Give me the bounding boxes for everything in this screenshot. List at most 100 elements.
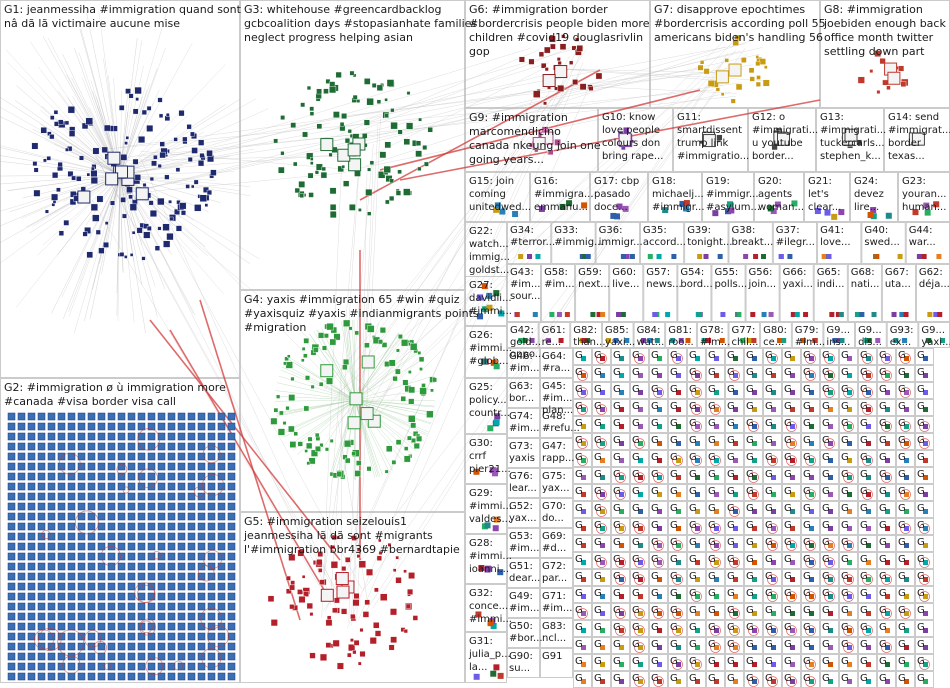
group-label-g9: G9: #immigration bbox=[469, 111, 568, 124]
tiny-group-label: G bbox=[708, 367, 716, 378]
tiny-group-label: G bbox=[803, 503, 811, 514]
node bbox=[118, 633, 125, 640]
tiny-group-label: G bbox=[670, 350, 678, 361]
tiny-group-label: G bbox=[746, 401, 754, 412]
node bbox=[160, 152, 166, 158]
tiny-group-label: G bbox=[898, 537, 906, 548]
node bbox=[367, 168, 371, 172]
tiny-group-label: G bbox=[708, 384, 716, 395]
tiny-group-label: G bbox=[613, 452, 621, 463]
node bbox=[387, 80, 394, 87]
node bbox=[302, 132, 307, 137]
tiny-group-label: G bbox=[879, 452, 887, 463]
node bbox=[271, 418, 277, 424]
tiny-group-label: G bbox=[898, 452, 906, 463]
node bbox=[18, 503, 25, 510]
tiny-group-label: G bbox=[727, 435, 735, 446]
node bbox=[396, 577, 402, 583]
node bbox=[158, 98, 163, 103]
group-label-g76: G76: bbox=[509, 471, 533, 482]
node bbox=[657, 254, 662, 259]
group-label-g26: #immi... bbox=[469, 343, 512, 354]
node bbox=[291, 123, 296, 128]
tiny-group-label: G bbox=[879, 350, 887, 361]
node bbox=[118, 643, 125, 650]
group-label-g23: youran... bbox=[902, 189, 947, 200]
node bbox=[28, 453, 35, 460]
group-label-g46: G46: bbox=[509, 351, 533, 362]
tiny-group-label: G bbox=[708, 554, 716, 565]
node bbox=[350, 71, 354, 75]
node bbox=[8, 603, 15, 610]
tiny-group-label: G bbox=[879, 435, 887, 446]
tiny-group-label: G bbox=[784, 469, 792, 480]
tiny-group-label: G bbox=[822, 639, 830, 650]
tiny-group-label: G bbox=[575, 520, 583, 531]
group-label-g30: crrf bbox=[469, 451, 487, 462]
tiny-group-label: G bbox=[727, 537, 735, 548]
node bbox=[391, 108, 395, 112]
node bbox=[329, 153, 333, 157]
tiny-group-label: G bbox=[575, 384, 583, 395]
node bbox=[68, 633, 75, 640]
node bbox=[168, 433, 175, 440]
node bbox=[128, 513, 135, 520]
node bbox=[303, 354, 307, 358]
node bbox=[210, 170, 216, 176]
node bbox=[198, 463, 205, 470]
group-label-g4: G4: yaxis #immigration 65 #win #quiz bbox=[244, 293, 460, 306]
group-label-g37: G37: bbox=[776, 225, 800, 236]
group-label-g10: G10: know bbox=[602, 112, 655, 123]
node bbox=[736, 84, 742, 90]
node bbox=[28, 443, 35, 450]
node bbox=[340, 122, 344, 126]
node bbox=[341, 609, 347, 615]
tiny-group-label: G bbox=[879, 418, 887, 429]
node bbox=[58, 553, 65, 560]
group-label-g21: let's bbox=[808, 189, 829, 200]
group-label-g90: G90: bbox=[509, 651, 533, 662]
node bbox=[98, 443, 105, 450]
node bbox=[414, 443, 420, 449]
node bbox=[278, 167, 284, 173]
group-label-g27: #immi... bbox=[469, 306, 512, 317]
tiny-group-label: G bbox=[689, 384, 697, 395]
node bbox=[188, 663, 195, 670]
node bbox=[8, 533, 15, 540]
node bbox=[188, 653, 195, 660]
node bbox=[178, 543, 185, 550]
node bbox=[28, 523, 35, 530]
node bbox=[188, 583, 195, 590]
node bbox=[128, 423, 135, 430]
node bbox=[310, 107, 314, 111]
group-label-g12: u youtube bbox=[752, 138, 803, 149]
group-label-g60: live... bbox=[612, 279, 639, 290]
node bbox=[208, 433, 215, 440]
tiny-group-label: G bbox=[803, 605, 811, 616]
group-label-g15: G15: join bbox=[469, 176, 514, 187]
node bbox=[178, 463, 185, 470]
tiny-group-label: G bbox=[613, 367, 621, 378]
node bbox=[128, 603, 135, 610]
node bbox=[38, 573, 45, 580]
node bbox=[68, 413, 75, 420]
node bbox=[121, 197, 126, 202]
node bbox=[188, 603, 195, 610]
node bbox=[208, 453, 215, 460]
node bbox=[407, 91, 410, 94]
tiny-group-label: G bbox=[708, 656, 716, 667]
node bbox=[290, 441, 296, 447]
node bbox=[58, 453, 65, 460]
group-label-g3: gcbcoalition days #stopasianhate familie… bbox=[244, 17, 477, 30]
node bbox=[68, 663, 75, 670]
group-label-g15: unitedwed... bbox=[469, 202, 531, 213]
node bbox=[188, 573, 195, 580]
node bbox=[58, 162, 63, 167]
node bbox=[159, 114, 163, 118]
node bbox=[98, 623, 105, 630]
node bbox=[88, 473, 95, 480]
node bbox=[108, 513, 115, 520]
node bbox=[208, 593, 215, 600]
group-label-g50: G50: bbox=[509, 621, 533, 632]
node bbox=[327, 616, 331, 620]
